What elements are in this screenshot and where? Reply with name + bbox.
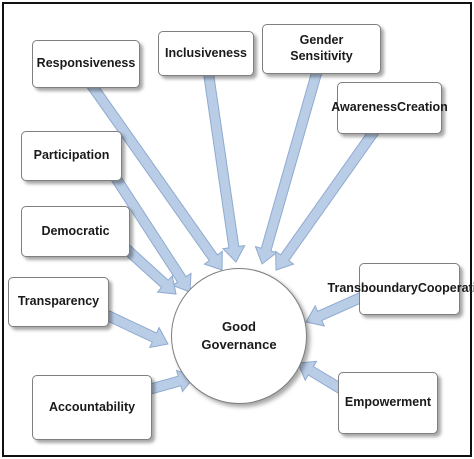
arrow-inclusiveness <box>202 68 246 263</box>
node-transboundary-cooperation: Transboundary Cooperation <box>328 263 474 315</box>
node-participation-line-1: Participation <box>33 148 110 163</box>
node-empowerment-line-1: Empowerment <box>344 395 432 410</box>
arrow-responsiveness <box>83 76 223 271</box>
arrow-transboundary-cooperation <box>305 291 365 327</box>
center-line-2: Governance <box>201 337 277 352</box>
node-responsiveness-line-1: Responsiveness <box>36 56 136 71</box>
node-inclusiveness-line-1: Inclusiveness <box>165 45 247 60</box>
node-transboundary-cooperation-line-2: Cooperation <box>417 281 474 296</box>
node-empowerment: Empowerment <box>338 372 438 434</box>
arrow-gender-sensitivity <box>254 65 324 265</box>
center-line-1: Good <box>222 318 256 334</box>
node-awareness-creation-line-1: Awareness <box>331 100 398 115</box>
node-participation: Participation <box>21 131 122 181</box>
node-transparency-line-1: Transparency <box>17 294 100 309</box>
node-democratic-line-1: Democratic <box>41 223 110 238</box>
arrow-participation <box>103 162 192 293</box>
node-inclusiveness: Inclusiveness <box>158 31 254 76</box>
node-transparency: Transparency <box>8 277 109 327</box>
node-accountability-line-1: Accountability <box>48 399 136 414</box>
center-good-governance: Good Governance <box>171 268 307 404</box>
node-democratic: Democratic <box>21 206 130 257</box>
arrow-empowerment <box>297 360 350 397</box>
node-accountability: Accountability <box>32 375 152 440</box>
node-awareness-creation-line-2: Creation <box>397 100 448 115</box>
node-gender-sensitivity: Gender Sensitivity <box>262 24 381 74</box>
arrow-awareness-creation <box>275 122 383 271</box>
node-awareness-creation: Awareness Creation <box>331 82 448 134</box>
node-transboundary-cooperation-line-1: Transboundary <box>327 281 418 296</box>
node-gender-sensitivity-line-1: Gender Sensitivity <box>290 33 353 63</box>
node-responsiveness: Responsiveness <box>32 40 140 88</box>
